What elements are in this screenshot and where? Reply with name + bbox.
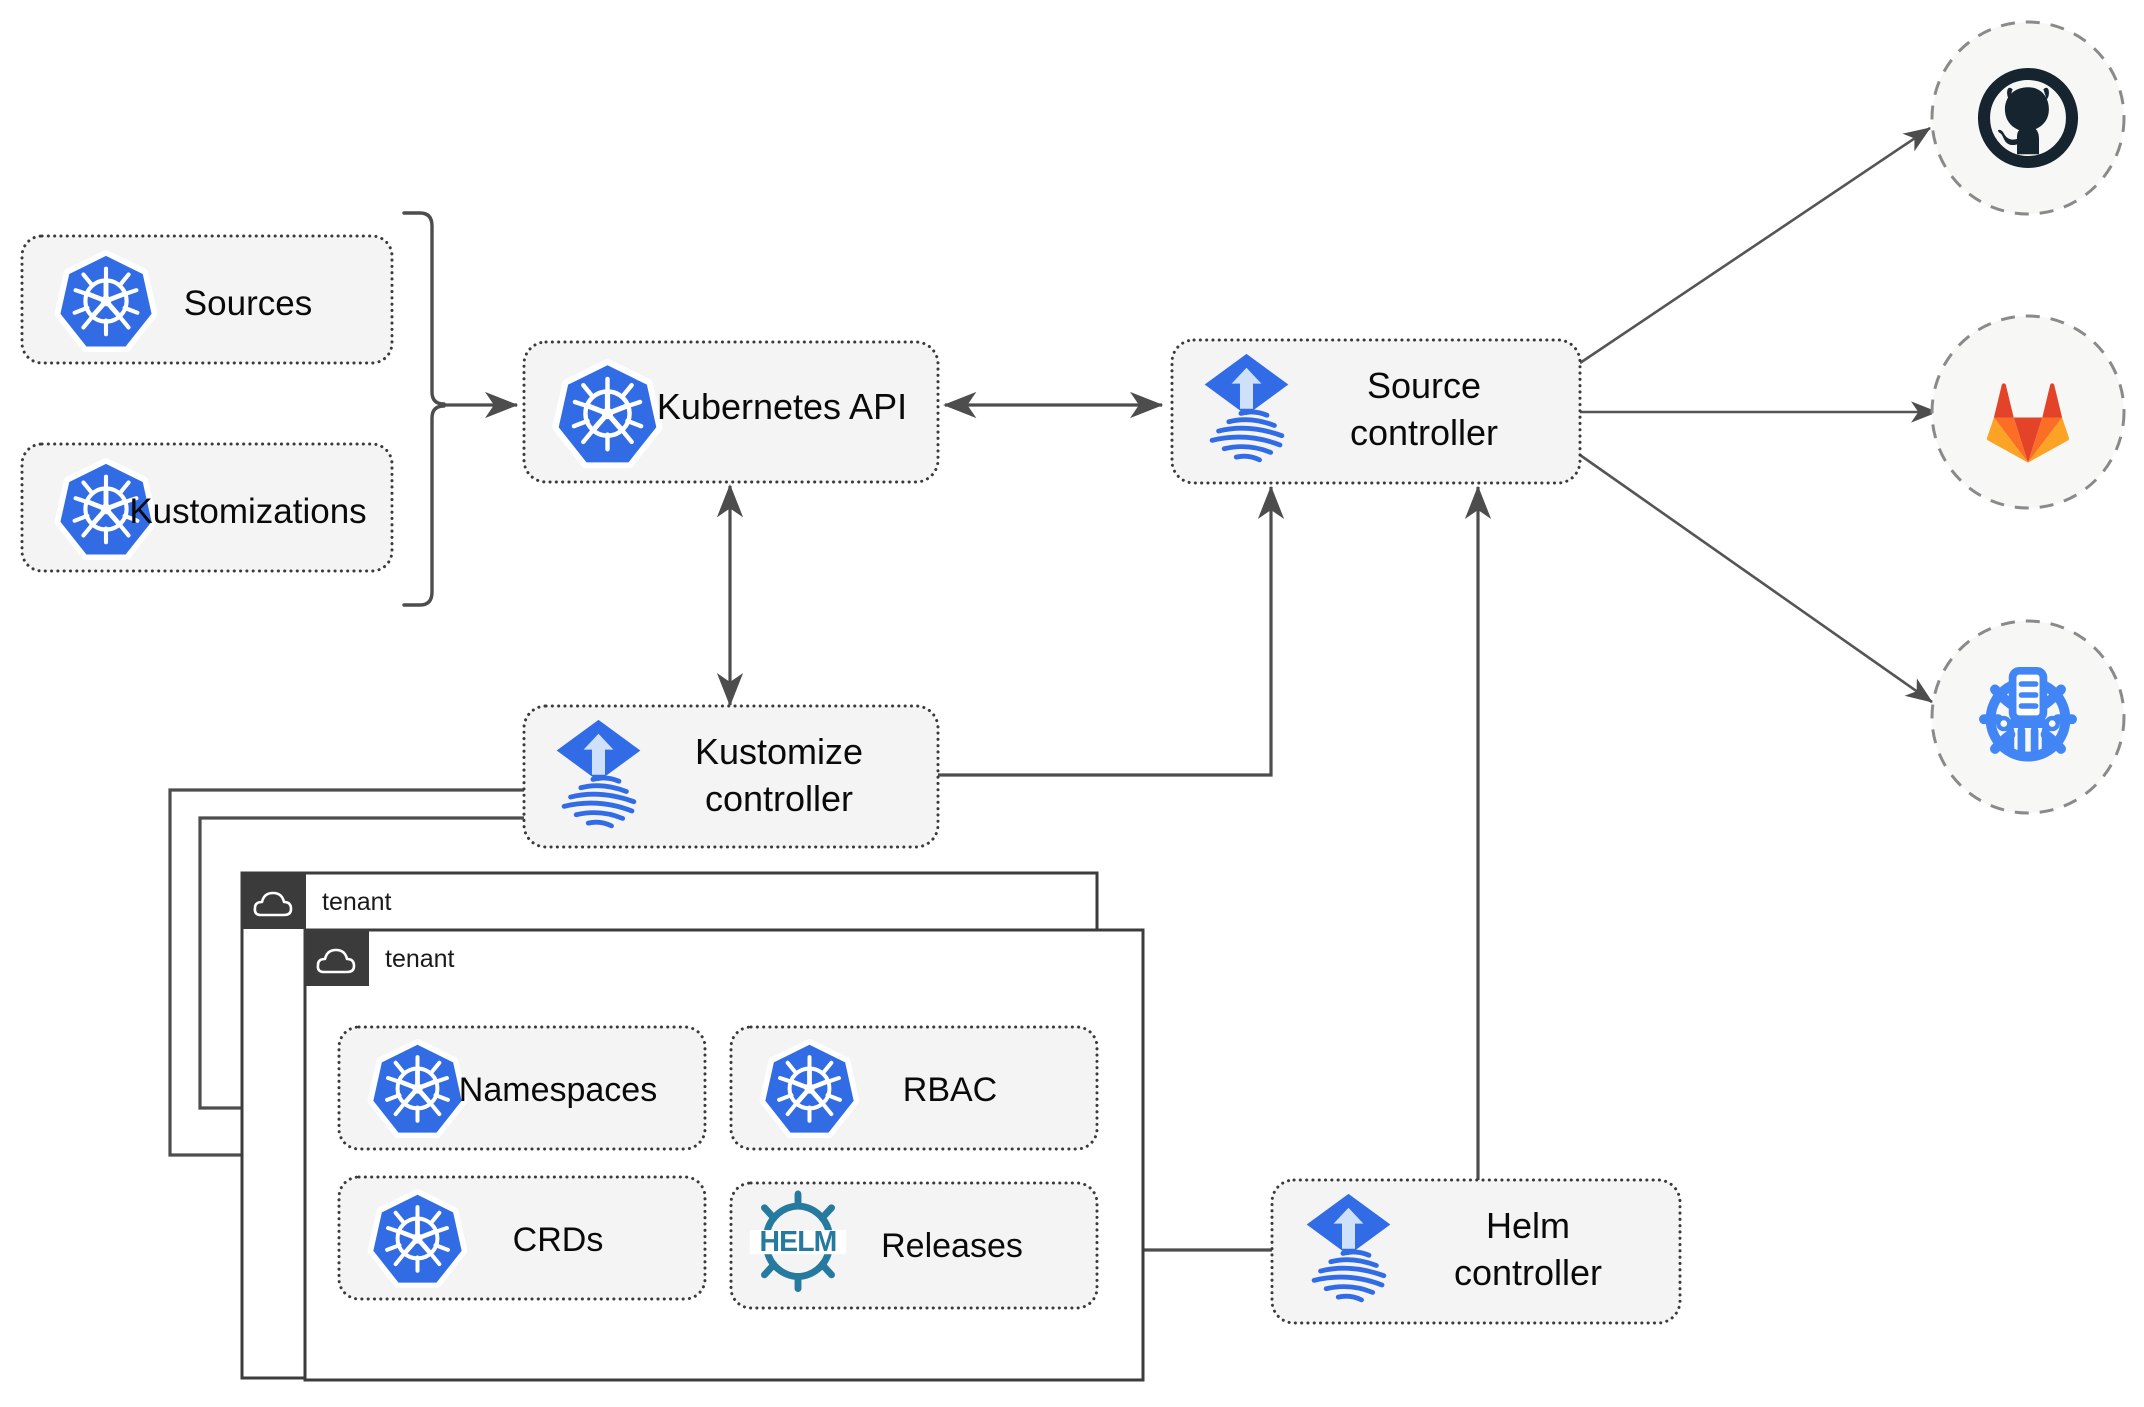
- node-rbac-label: RBAC: [903, 1071, 997, 1109]
- edge-source-controller-to-chartmuseum: [1579, 453, 1933, 704]
- kubernetes-icon: [371, 1193, 463, 1284]
- node-kustomize-controller-label-line1: Kustomize: [695, 731, 863, 772]
- provider-github[interactable]: [1930, 20, 2126, 216]
- kubernetes-icon: [58, 254, 153, 348]
- node-kustomize-controller-label-line2: controller: [705, 778, 853, 819]
- node-crds-label: CRDs: [513, 1221, 604, 1259]
- node-namespaces[interactable]: Namespaces: [337, 1025, 707, 1151]
- cloud-icon: [253, 891, 293, 917]
- node-namespaces-label: Namespaces: [459, 1071, 657, 1109]
- node-crds[interactable]: CRDs: [337, 1175, 707, 1301]
- node-sources[interactable]: Sources: [20, 234, 394, 365]
- tenant-back-label: tenant: [322, 888, 392, 916]
- provider-chartmuseum[interactable]: [1930, 619, 2126, 815]
- node-source-controller-label-line2: controller: [1350, 412, 1498, 453]
- node-releases[interactable]: Releases: [729, 1181, 1099, 1310]
- node-rbac[interactable]: RBAC: [729, 1025, 1099, 1151]
- node-kubernetes-api-label: Kubernetes API: [657, 386, 907, 427]
- node-kustomizations-label: Kustomizations: [129, 492, 366, 531]
- edge-kustomize-controller-to-source-controller: [938, 485, 1285, 777]
- node-sources-label: Sources: [184, 284, 312, 323]
- edge-kustomize-controller-to-tenant-back: [168, 788, 527, 1169]
- kubernetes-icon: [371, 1043, 463, 1134]
- node-kubernetes-api[interactable]: Kubernetes API: [522, 340, 940, 484]
- provider-gitlab[interactable]: [1930, 314, 2126, 510]
- node-helm-controller-label-line1: Helm: [1486, 1205, 1570, 1246]
- node-releases-label: Releases: [881, 1227, 1023, 1265]
- node-kustomize-controller[interactable]: Kustomize controller: [522, 704, 940, 849]
- node-source-controller-label-line1: Source: [1367, 365, 1481, 406]
- node-helm-controller[interactable]: Helm controller: [1270, 1178, 1682, 1325]
- node-source-controller[interactable]: Source controller: [1170, 338, 1582, 485]
- kubernetes-icon: [763, 1043, 855, 1134]
- helm-icon: [750, 1194, 846, 1289]
- tenant-front-label: tenant: [385, 945, 455, 973]
- edge-source-controller-to-github: [1579, 126, 1931, 365]
- node-helm-controller-label-line2: controller: [1454, 1252, 1602, 1293]
- kubernetes-icon: [557, 363, 659, 464]
- node-kustomizations[interactable]: Kustomizations: [20, 442, 394, 573]
- sources-group-bracket: [402, 211, 446, 607]
- cloud-icon: [316, 948, 356, 974]
